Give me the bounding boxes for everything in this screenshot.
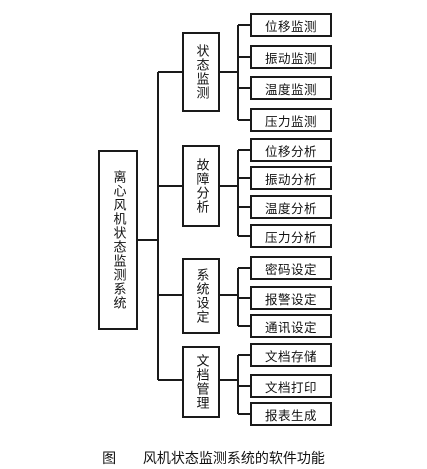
leaf-label: 压力监测 bbox=[264, 113, 317, 129]
leaf-node: 通讯设定 bbox=[250, 314, 332, 338]
root-label: 离心风机状态监测系统 bbox=[110, 170, 126, 310]
leaf-label: 位移监测 bbox=[264, 18, 317, 34]
leaf-node: 密码设定 bbox=[250, 256, 332, 280]
leaf-label: 报警设定 bbox=[264, 291, 317, 307]
group-node-document-management: 文档管理 bbox=[182, 346, 220, 418]
group-label: 状态监测 bbox=[193, 44, 209, 100]
leaf-node: 报表生成 bbox=[250, 402, 332, 426]
leaf-label: 振动分析 bbox=[264, 171, 317, 187]
group-label: 文档管理 bbox=[193, 354, 209, 410]
leaf-node: 文档打印 bbox=[250, 374, 332, 398]
leaf-label: 温度分析 bbox=[264, 200, 317, 216]
group-label: 故障分析 bbox=[193, 158, 209, 214]
leaf-node: 振动监测 bbox=[250, 45, 332, 69]
leaf-label: 文档打印 bbox=[264, 379, 317, 395]
leaf-node: 报警设定 bbox=[250, 286, 332, 310]
root-node: 离心风机状态监测系统 bbox=[98, 150, 138, 330]
group-label: 系统设定 bbox=[193, 268, 209, 324]
leaf-label: 文档存储 bbox=[264, 348, 317, 364]
group-node-fault-analysis: 故障分析 bbox=[182, 145, 220, 227]
leaf-node: 压力监测 bbox=[250, 108, 332, 132]
leaf-node: 温度分析 bbox=[250, 195, 332, 219]
leaf-label: 温度监测 bbox=[264, 81, 317, 97]
caption-prefix: 图 bbox=[102, 451, 117, 467]
leaf-node: 位移分析 bbox=[250, 138, 332, 162]
leaf-node: 文档存储 bbox=[250, 343, 332, 367]
group-node-system-settings: 系统设定 bbox=[182, 258, 220, 334]
leaf-label: 报表生成 bbox=[264, 407, 317, 423]
leaf-node: 压力分析 bbox=[250, 224, 332, 248]
group-node-status-monitoring: 状态监测 bbox=[182, 32, 220, 112]
leaf-node: 温度监测 bbox=[250, 76, 332, 100]
leaf-node: 振动分析 bbox=[250, 166, 332, 190]
leaf-node: 位移监测 bbox=[250, 13, 332, 37]
caption-text: 风机状态监测系统的软件功能 bbox=[142, 451, 325, 467]
leaf-label: 密码设定 bbox=[264, 261, 317, 277]
leaf-label: 通讯设定 bbox=[264, 319, 317, 335]
leaf-label: 振动监测 bbox=[264, 50, 317, 66]
leaf-label: 位移分析 bbox=[264, 143, 317, 159]
figure-caption: 图 风机状态监测系统的软件功能 bbox=[0, 448, 427, 468]
leaf-label: 压力分析 bbox=[264, 229, 317, 245]
